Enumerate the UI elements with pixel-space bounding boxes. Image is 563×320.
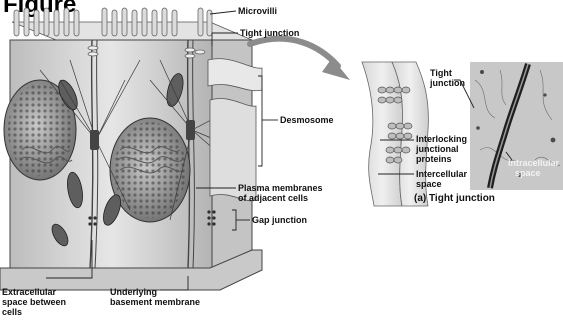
label-interlocking-line3: proteins [416,154,452,164]
label-microvilli: Microvilli [238,6,277,16]
label-intercellular-line1: Intercellular [416,169,467,179]
label-intercellular-line2: space [416,179,442,189]
label-plasma-membranes-line2: of adjacent cells [238,193,308,203]
epithelial-cells [0,8,262,290]
label-basement-line1: Underlying [110,287,157,297]
label-extracellular-line2: space between [2,297,66,307]
label-plasma-membranes-line1: Plasma membranes [238,183,323,193]
label-basement-line2: basement membrane [110,297,200,307]
label-interlocking-line1: Interlocking [416,134,467,144]
label-extracellular-line1: Extracellular [2,287,56,297]
label-micrograph-space-line2: space [515,168,541,178]
zoom-arrow [250,39,338,66]
caption-tight-junction: (a) Tight junction [414,193,495,204]
label-inset-tight-line1: Tight [430,68,452,78]
label-inset-tight-line2: junction [430,78,465,88]
label-extracellular-line3: cells [2,307,22,317]
label-interlocking-line2: junctional [416,144,459,154]
label-tight-junction: Tight junction [240,28,299,38]
label-micrograph-space-line1: Intracellular [508,158,559,168]
label-desmosome: Desmosome [280,115,334,125]
label-gap-junction: Gap junction [252,215,307,225]
